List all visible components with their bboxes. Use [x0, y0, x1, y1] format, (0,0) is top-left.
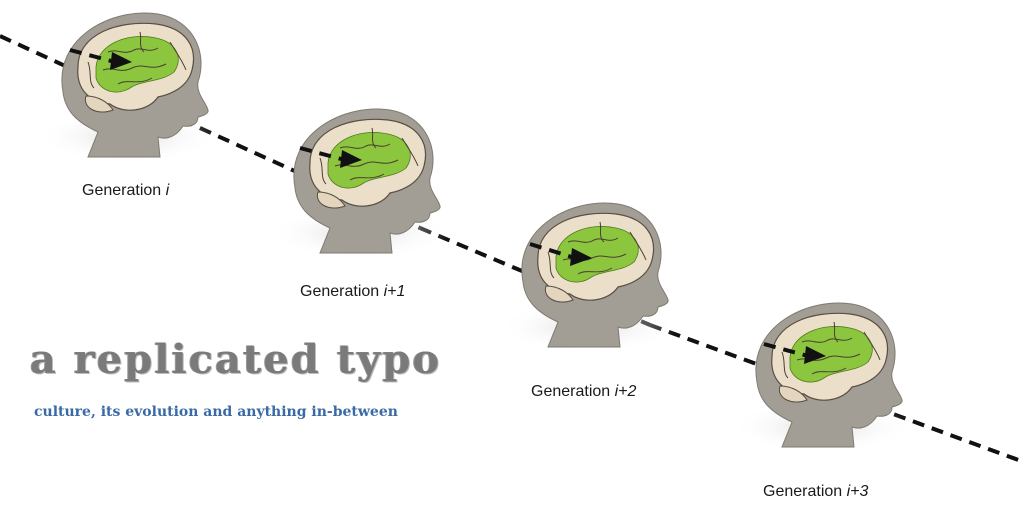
head-generation-4	[731, 302, 913, 454]
generation-label-4: Generation i+3	[763, 483, 868, 501]
generation-label-3: Generation i+2	[531, 383, 636, 401]
logo-subtitle: culture, its evolution and anything in-b…	[34, 404, 398, 420]
generation-label-index: i+3	[846, 483, 869, 500]
generation-label-2: Generation i+1	[300, 283, 405, 301]
generation-label-index: i+2	[614, 383, 637, 400]
head-generation-2	[269, 108, 451, 260]
generation-label-prefix: Generation	[531, 383, 615, 400]
generation-label-prefix: Generation	[82, 182, 166, 199]
arrowhead-icon	[110, 52, 132, 70]
head-generation-1	[37, 12, 219, 164]
brain-line-3	[529, 242, 576, 260]
line-segment-4	[649, 323, 1024, 464]
head-generation-3	[497, 202, 679, 354]
brain-line-4	[763, 342, 809, 358]
brain-line-1	[69, 48, 116, 64]
generation-label-index: i	[165, 182, 170, 199]
generation-label-index: i+1	[383, 283, 406, 300]
logo-title: a replicated typo	[30, 336, 442, 383]
arrowhead-icon	[570, 248, 592, 266]
arrowhead-icon	[340, 150, 362, 168]
brain-line-2	[299, 146, 346, 162]
arrowhead-icon	[804, 346, 826, 364]
generation-label-prefix: Generation	[300, 283, 384, 300]
generation-label-prefix: Generation	[763, 483, 847, 500]
generation-label-1: Generation i	[82, 182, 169, 200]
